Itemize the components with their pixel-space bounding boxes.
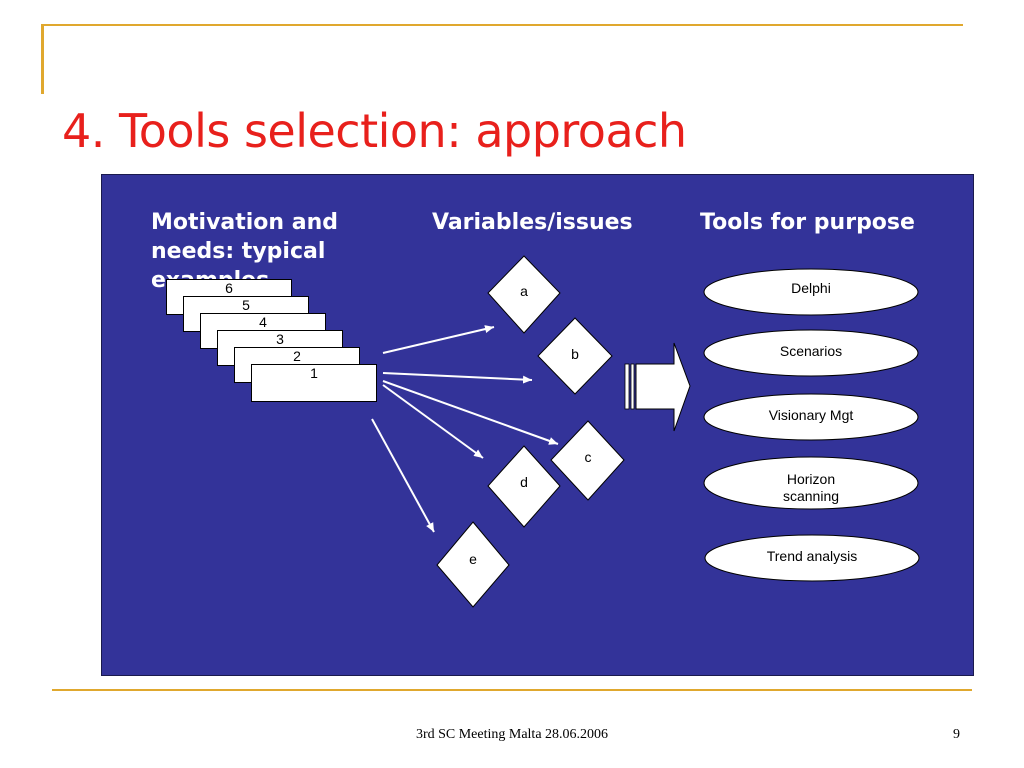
variable-label-d: d bbox=[520, 474, 528, 490]
tool-ellipse-scenarios bbox=[703, 329, 919, 377]
diagram-canvas bbox=[371, 255, 920, 608]
example-card-1: 1 bbox=[251, 364, 377, 402]
card-label: 1 bbox=[310, 365, 318, 381]
tool-label-visionary-mgt: Visionary Mgt bbox=[768, 407, 854, 423]
tool-ellipse-horizon-scanning bbox=[703, 456, 919, 510]
tool-label-delphi: Delphi bbox=[791, 280, 831, 296]
diagram-panel: Motivation and needs: typical examples V… bbox=[101, 174, 974, 676]
card-label: 2 bbox=[293, 348, 301, 364]
card-label: 5 bbox=[242, 297, 250, 313]
block-arrow bbox=[624, 342, 691, 432]
heading-variables: Variables/issues bbox=[432, 210, 633, 235]
tool-ellipse-visionary-mgt bbox=[703, 393, 919, 441]
connector-to-a bbox=[382, 325, 495, 354]
variable-label-c: c bbox=[584, 449, 592, 465]
tool-label-horizon-scanning: Horizon scanning bbox=[782, 471, 840, 504]
card-label: 4 bbox=[259, 314, 267, 330]
card-label: 6 bbox=[225, 280, 233, 296]
variable-label-b: b bbox=[571, 346, 579, 362]
frame-line-top bbox=[41, 24, 963, 26]
frame-line-vertical bbox=[41, 24, 44, 94]
connector-to-d bbox=[382, 384, 484, 459]
variable-label-e: e bbox=[469, 551, 477, 567]
connector-to-c bbox=[382, 380, 559, 445]
connector-to-e bbox=[371, 418, 435, 533]
variable-label-a: a bbox=[520, 283, 528, 299]
variable-diamond-c bbox=[550, 420, 625, 501]
tool-label-trend-analysis: Trend analysis bbox=[766, 548, 858, 564]
heading-tools: Tools for purpose bbox=[700, 210, 915, 235]
tool-label-scenarios: Scenarios bbox=[779, 343, 843, 359]
frame-line-bottom bbox=[52, 689, 972, 691]
variable-diamond-b bbox=[537, 317, 613, 395]
card-label: 3 bbox=[276, 331, 284, 347]
tool-ellipse-trend-analysis bbox=[704, 534, 920, 582]
variable-diamond-e bbox=[436, 521, 510, 608]
variable-diamond-a bbox=[487, 255, 561, 334]
slide-title: 4. Tools selection: approach bbox=[62, 104, 687, 158]
page-number: 9 bbox=[953, 727, 960, 742]
footer-text: 3rd SC Meeting Malta 28.06.2006 bbox=[415, 727, 609, 742]
tool-ellipse-delphi bbox=[703, 268, 919, 316]
connector-to-b bbox=[382, 372, 533, 384]
variable-diamond-d bbox=[487, 445, 561, 528]
